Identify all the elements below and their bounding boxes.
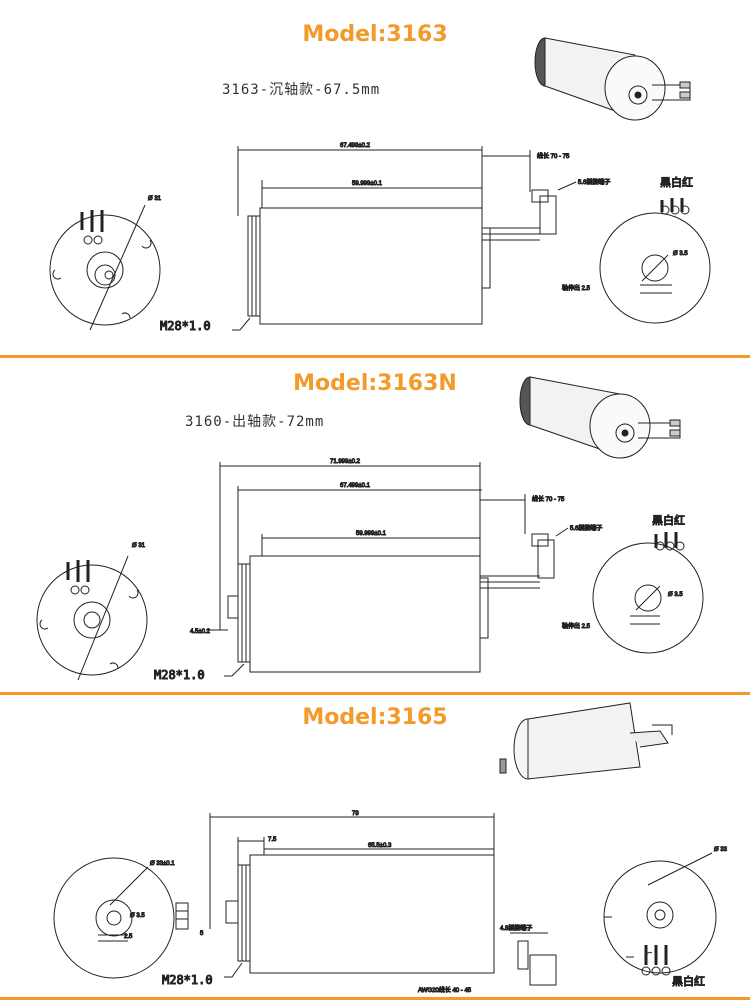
shaft-out-dim: 5 <box>200 931 204 937</box>
terminal-dim: 5.6插接端子 <box>578 178 610 186</box>
front-end-view: Ø 31 <box>49 196 162 331</box>
lead-length-dim: AWG20线长 40 - 45 <box>418 986 472 994</box>
length-body-dim: 65.5±0.3 <box>368 843 392 849</box>
length-total-dim: 67.499±0.1 <box>340 483 371 489</box>
rear-end-view: Ø 3.5 轴伸出 2.5 黑白红 <box>562 513 704 654</box>
shaft-length-dim: 轴伸出 2.5 <box>562 622 591 630</box>
step-dim: 7.5 <box>268 837 277 843</box>
panel-model-3165: Model:3165 Ø 3.5 2.5 Ø 33±0.1 <box>0 695 750 998</box>
motor-3d-view <box>499 702 673 780</box>
separator <box>0 997 750 1000</box>
terminal-dim: 4.8插接端子 <box>500 924 532 932</box>
length-total-dim: 67.499±0.2 <box>340 143 371 149</box>
length-body-dim: 59.999±0.1 <box>352 181 383 187</box>
rear-end-view: Ø 33 黑白红 <box>603 847 728 989</box>
rear-end-view: Ø 3.5 轴伸出 2.5 黑白红 <box>562 175 711 324</box>
diameter-dim: Ø 31 <box>148 196 162 202</box>
model-subtitle: 3163-沉轴款-67.5mm <box>222 82 381 98</box>
terminal-dim: 5.6插接端子 <box>570 524 602 532</box>
wire-colors-label: 黑白红 <box>672 974 705 988</box>
motor-drawing: Ø 31 71.999±0.2 67.499±0.1 59.999±0.1 <box>36 376 704 683</box>
length-overall-dim: 78 <box>352 811 359 817</box>
model-title: Model:3165 <box>302 705 448 730</box>
shaft-out-dim: 4.5±0.2 <box>190 629 211 635</box>
wire-colors-label: 黑白红 <box>660 175 693 189</box>
motor-drawing: Ø 31 67.499±0.2 59.999±0.1 线长 70 - 75 5.… <box>49 37 711 334</box>
thread-label: M28*1.0 <box>160 319 211 333</box>
length-overall-dim: 71.999±0.2 <box>330 459 361 465</box>
thread-label: M28*1.0 <box>154 668 205 682</box>
lead-length-dim: 线长 70 - 75 <box>532 495 565 503</box>
side-view: 71.999±0.2 67.499±0.1 59.999±0.1 线长 70 -… <box>154 459 603 683</box>
lead-length-dim: 线长 70 - 75 <box>537 152 570 160</box>
side-view: 78 7.5 65.5±0.3 4.8插接端子 5 AWG20线长 40 - 4… <box>162 811 557 995</box>
separator <box>0 692 750 695</box>
length-body-dim: 59.999±0.1 <box>356 531 387 537</box>
panel-model-3163: Model:3163 3163-沉轴款-67.5mm Ø 31 <box>0 0 750 355</box>
front-end-view: Ø 3.5 2.5 Ø 33±0.1 <box>53 857 189 979</box>
motor-3d-view <box>534 37 691 121</box>
thread-label: M28*1.0 <box>162 973 213 987</box>
shaft-diameter-dim: Ø 3.5 <box>130 913 145 919</box>
model-subtitle: 3160-出轴款-72mm <box>185 414 325 430</box>
shaft-diameter-dim: Ø 3.5 <box>673 251 688 257</box>
shaft-diameter-dim: Ø 3.5 <box>668 592 683 598</box>
shaft-length-dim: 轴伸出 2.5 <box>562 284 591 292</box>
model-title: Model:3163N <box>293 371 457 396</box>
shaft-length-dim: 2.5 <box>124 934 133 940</box>
diameter-left-dim: Ø 33±0.1 <box>150 861 175 867</box>
panel-model-3163N: Model:3163N 3160-出轴款-72mm Ø 31 <box>0 358 750 692</box>
diameter-dim: Ø 31 <box>132 543 146 549</box>
side-view: 67.499±0.2 59.999±0.1 线长 70 - 75 5.6插接端子… <box>160 143 611 334</box>
front-end-view: Ø 31 <box>36 543 148 681</box>
model-title: Model:3163 <box>302 22 448 47</box>
diameter-right-dim: Ø 33 <box>714 847 728 853</box>
motor-3d-view <box>519 376 681 459</box>
separator <box>0 355 750 358</box>
wire-colors-label: 黑白红 <box>652 513 685 527</box>
motor-drawing: Ø 3.5 2.5 Ø 33±0.1 78 7.5 65.5±0.3 <box>53 702 728 995</box>
